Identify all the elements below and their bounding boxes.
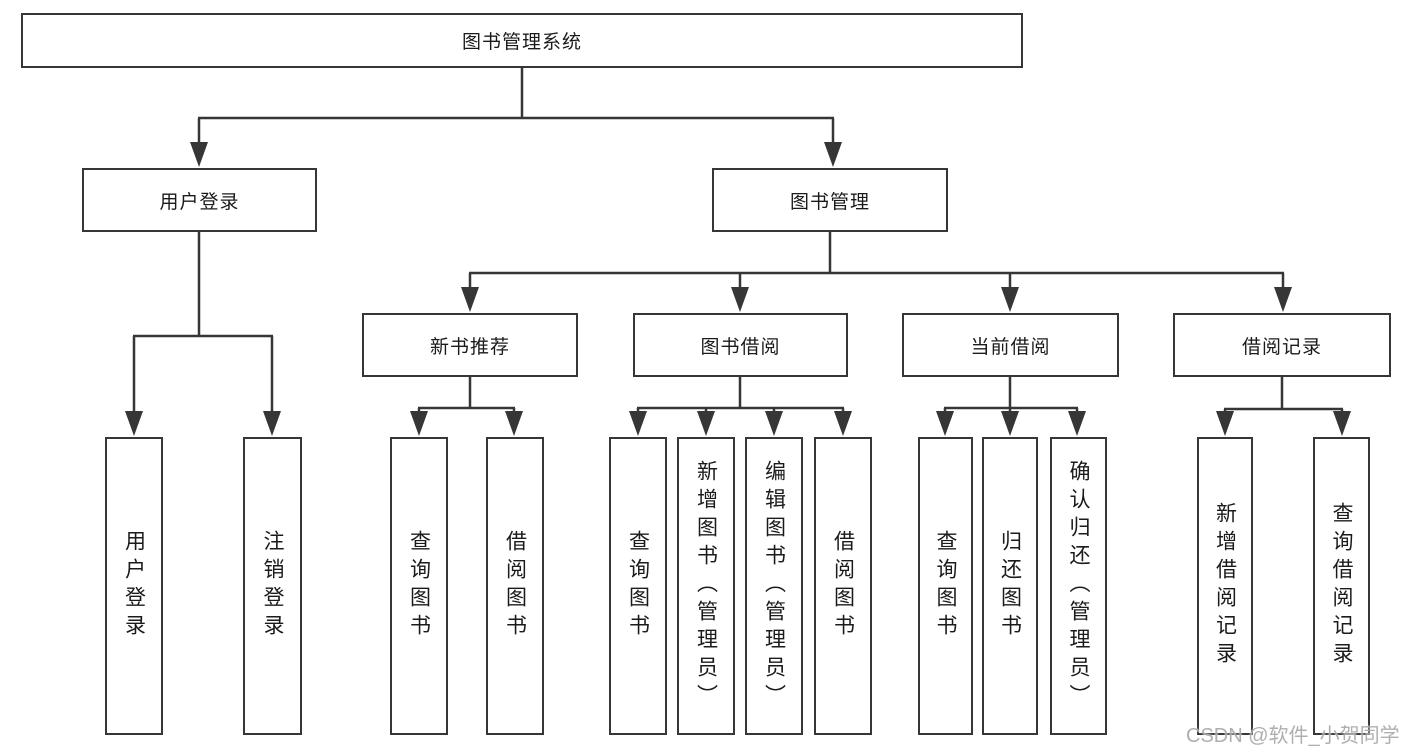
- leaf-current-return-books: 归还图书: [982, 437, 1038, 735]
- watermark: CSDN @软件_小贺同学: [1186, 725, 1400, 747]
- leaf-logout: 注销登录: [243, 437, 302, 735]
- node-current-borrow: 当前借阅: [902, 313, 1119, 377]
- leaf-current-query-books: 查询图书: [918, 437, 973, 735]
- connector-mgmt-to-level3: [461, 232, 1292, 312]
- node-user-login: 用户登录: [82, 168, 317, 232]
- connector-current-to-leaves: [936, 377, 1086, 436]
- leaf-current-confirm-return-admin: 确认归还（管理员）: [1050, 437, 1107, 735]
- leaf-borrow-add-books-admin: 新增图书（管理员）: [677, 437, 735, 735]
- node-book-borrow: 图书借阅: [633, 313, 848, 377]
- connector-login-to-leaves: [125, 232, 281, 436]
- leaf-recommend-borrow-books: 借阅图书: [486, 437, 544, 735]
- connector-recommend-to-leaves: [410, 377, 523, 436]
- node-root: 图书管理系统: [21, 13, 1023, 68]
- connector-borrow-to-leaves: [629, 377, 852, 436]
- leaf-user-login: 用户登录: [105, 437, 163, 735]
- leaf-records-add-record: 新增借阅记录: [1197, 437, 1253, 735]
- leaf-borrow-edit-books-admin: 编辑图书（管理员）: [745, 437, 803, 735]
- node-new-book-recommend: 新书推荐: [362, 313, 578, 377]
- leaf-records-query-record: 查询借阅记录: [1313, 437, 1370, 735]
- leaf-borrow-borrow-books: 借阅图书: [814, 437, 872, 735]
- leaf-recommend-query-books: 查询图书: [390, 437, 448, 735]
- node-borrow-records: 借阅记录: [1173, 313, 1391, 377]
- leaf-borrow-query-books: 查询图书: [609, 437, 667, 735]
- connector-records-to-leaves: [1216, 377, 1351, 436]
- node-book-management: 图书管理: [712, 168, 948, 232]
- connector-root-to-level2: [190, 68, 842, 167]
